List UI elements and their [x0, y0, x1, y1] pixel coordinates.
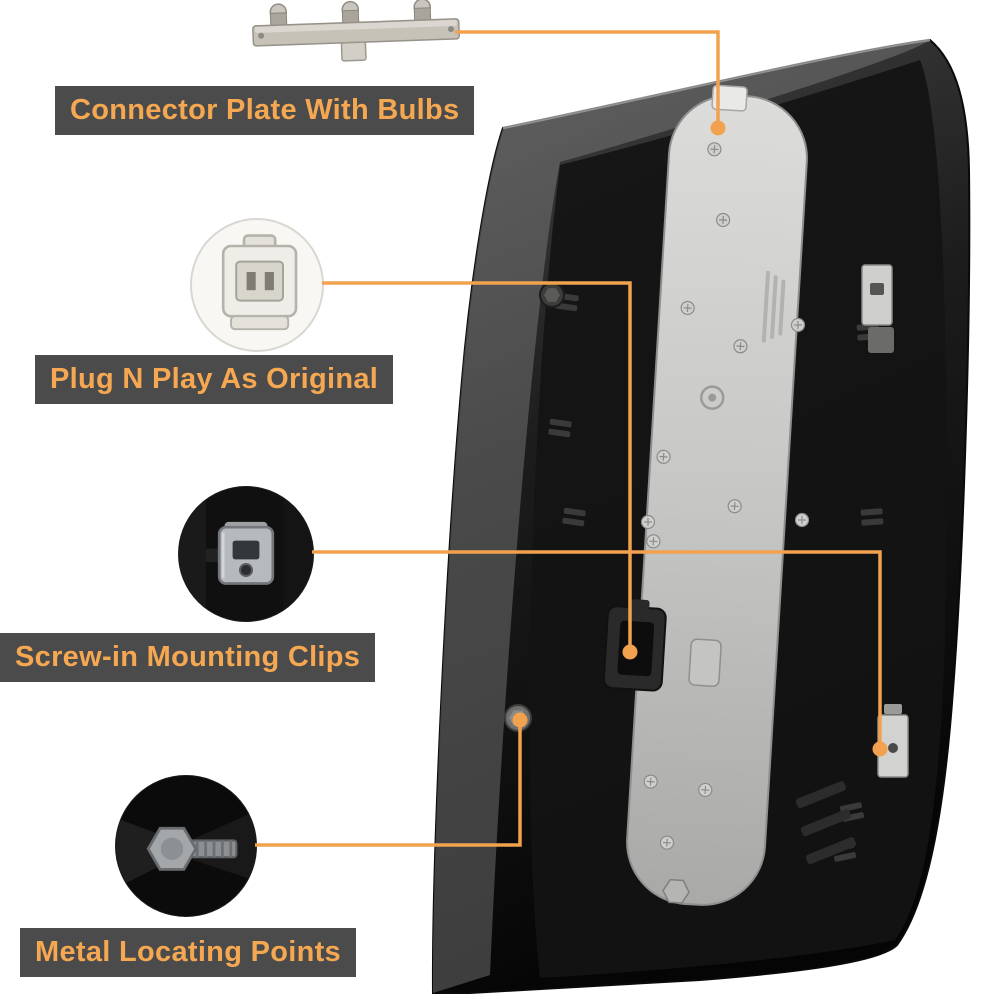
mounting-clip-icon — [179, 487, 313, 621]
metal-locating-pin-upper — [539, 282, 565, 308]
plug-connector-photo — [190, 218, 324, 352]
callout-label-plug: Plug N Play As Original — [35, 355, 394, 404]
mounting-clip-photo — [178, 486, 314, 622]
locating-point-photo — [115, 775, 257, 917]
side-mounting-clip-upper — [861, 264, 894, 353]
callout-label-connector-plate: Connector Plate With Bulbs — [55, 86, 475, 135]
side-mounting-clip-lower — [877, 704, 909, 778]
bulb — [269, 3, 288, 28]
bulb — [341, 0, 360, 26]
callout-label-mounting-clips: Screw-in Mounting Clips — [0, 633, 376, 682]
bulb — [413, 0, 432, 23]
bulb-connector-plate-photo — [252, 0, 460, 62]
oem-plug-socket — [602, 599, 667, 692]
plug-connector-icon — [221, 234, 298, 331]
locating-point-icon — [116, 811, 256, 888]
metal-locating-pin-lower — [504, 704, 532, 732]
callout-label-locating-points: Metal Locating Points — [20, 928, 356, 977]
vent-fins — [795, 781, 857, 865]
etched-markings — [761, 270, 786, 343]
